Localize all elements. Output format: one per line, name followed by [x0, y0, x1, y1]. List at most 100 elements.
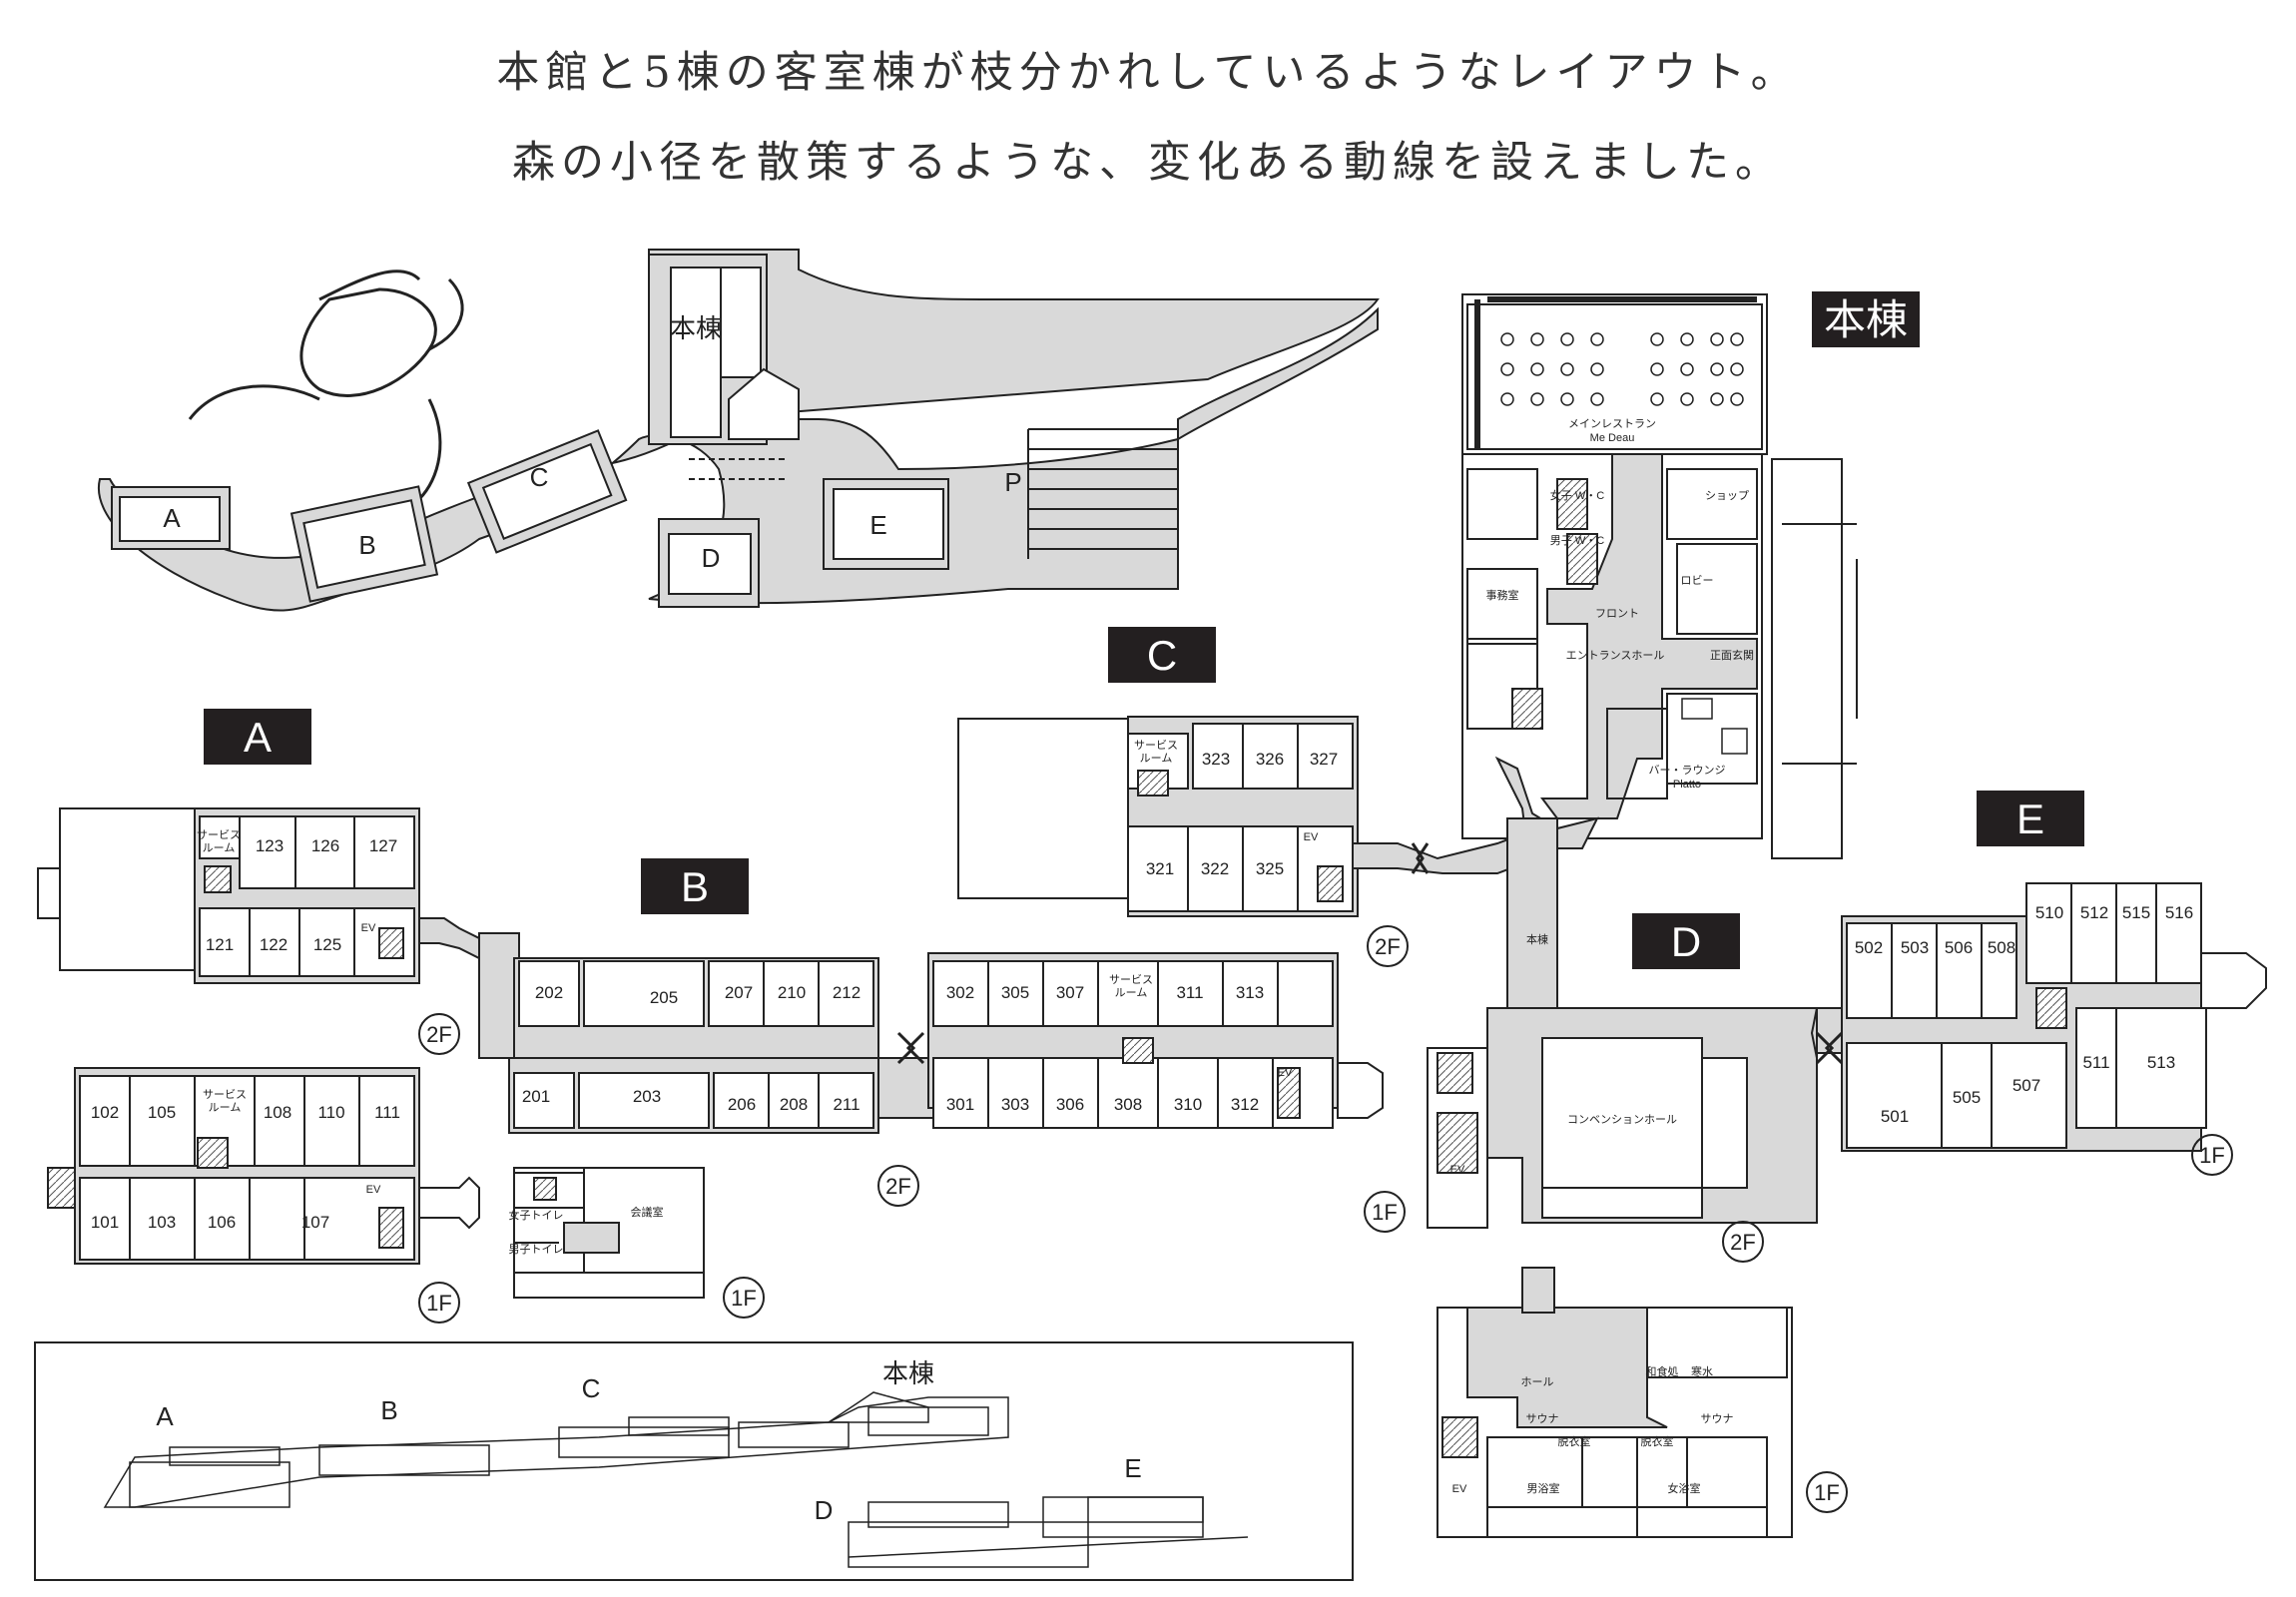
room-number: 201	[522, 1087, 550, 1106]
site-label-main: 本棟	[670, 313, 722, 343]
restaurant-label-1: メインレストラン	[1568, 418, 1656, 430]
floor-badge-a-2f	[418, 1013, 460, 1055]
room-number: 126	[311, 836, 339, 855]
room-number: 311	[1176, 983, 1203, 1002]
service-room-label-a2-l2: ルーム	[203, 841, 236, 854]
room-number: 305	[1001, 983, 1029, 1002]
floor-badge-b-1f	[723, 1277, 765, 1319]
meeting-room-label: 会議室	[631, 1205, 664, 1219]
room-number: 110	[317, 1103, 344, 1122]
service-room-label-b2-l1: サービス	[1109, 973, 1153, 986]
elevation-label-b: B	[380, 1395, 397, 1425]
room-number: 210	[778, 983, 806, 1002]
room-number: 205	[650, 988, 678, 1007]
room-number: 501	[1881, 1107, 1909, 1126]
room-number: 327	[1310, 750, 1338, 769]
plan-b-1f	[513, 1167, 705, 1299]
room-number: 107	[301, 1213, 329, 1232]
room-number: 516	[2165, 903, 2193, 922]
plan-main-1f	[1461, 293, 1858, 859]
room-number: 202	[535, 983, 563, 1002]
ev-label-d: EV	[1450, 1164, 1465, 1176]
room-number: 503	[1901, 938, 1929, 957]
room-number: 207	[725, 983, 753, 1002]
room-number: 507	[2012, 1076, 2040, 1095]
headline-line-1: 本館と5棟の客室棟が枝分かれしているようなレイアウト。	[496, 48, 1800, 98]
room-number: 511	[2082, 1053, 2109, 1072]
service-room-label-b2-l2: ルーム	[1115, 986, 1148, 999]
room-number: 127	[369, 836, 397, 855]
service-room-label-a1-l2: ルーム	[209, 1101, 242, 1114]
room-number: 102	[91, 1103, 119, 1122]
room-number: 122	[260, 935, 287, 954]
floor-label-c-2f: 2F	[1375, 934, 1401, 959]
room-number: 313	[1236, 983, 1264, 1002]
service-room-label-a2-l1: サービス	[197, 828, 241, 841]
elevation-frame	[34, 1341, 1354, 1581]
badge-building-e: E	[2016, 796, 2044, 842]
site-label-d: D	[702, 543, 721, 573]
site-label-e: E	[869, 510, 886, 540]
lobby-label: ロビー	[1681, 574, 1714, 587]
floor-label-b-1f: 1F	[731, 1286, 757, 1311]
floor-badge-d-1f	[1364, 1191, 1406, 1233]
elevation-labels: A B C 本棟 D E	[156, 1358, 1141, 1525]
elevation-label-c: C	[582, 1373, 601, 1403]
room-number: 212	[833, 983, 861, 1002]
womens-bath-label: 女浴室	[1668, 1481, 1701, 1495]
floor-label-a-2f: 2F	[426, 1022, 452, 1047]
room-number: 208	[780, 1095, 808, 1114]
room-number: 506	[1945, 938, 1973, 957]
room-number: 505	[1953, 1088, 1981, 1107]
hall-label: ホール	[1521, 1375, 1554, 1388]
dressing-label-women: 脱衣室	[1641, 1434, 1674, 1448]
main-bldg-corridor-label: 本棟	[1526, 932, 1548, 946]
service-room-label-c2-l1: サービス	[1134, 739, 1178, 752]
facility-labels: サービス ルーム EV サービス ルーム EV サービス ルーム EV サービス…	[197, 418, 1754, 1495]
room-number: 502	[1855, 938, 1883, 957]
floor-label-a-1f: 1F	[426, 1291, 452, 1316]
room-number: 306	[1056, 1095, 1084, 1114]
room-number: 513	[2147, 1053, 2175, 1072]
plan-c-2f	[957, 716, 1559, 917]
site-label-b: B	[358, 530, 375, 560]
ev-label-c2: EV	[1304, 831, 1319, 843]
room-number: 108	[264, 1103, 291, 1122]
elevation-label-a: A	[156, 1401, 174, 1431]
ev-label-a2: EV	[361, 922, 376, 934]
dressing-label-men: 脱衣室	[1558, 1434, 1591, 1448]
room-number: 326	[1256, 750, 1284, 769]
front-label: フロント	[1595, 608, 1639, 620]
room-number: 508	[1988, 938, 2015, 957]
room-number: 512	[2080, 903, 2108, 922]
room-number: 301	[946, 1095, 974, 1114]
room-number: 206	[728, 1095, 756, 1114]
entrance-hall-label: エントランスホール	[1566, 649, 1665, 662]
room-number: 125	[313, 935, 341, 954]
room-number: 203	[633, 1087, 661, 1106]
floor-badge-b-2f	[877, 1165, 919, 1207]
plan-e-1f	[1815, 882, 2267, 1152]
sauna-label-men: サウナ	[1526, 1412, 1559, 1425]
bar-label-2: Platto	[1673, 779, 1701, 791]
plan-main-1f-bath	[1436, 1267, 1793, 1538]
shop-label: ショップ	[1705, 489, 1749, 502]
elevation-label-main: 本棟	[882, 1358, 934, 1388]
room-number: 303	[1001, 1095, 1029, 1114]
floor-badge-c-2f	[1367, 925, 1409, 967]
bar-label-1: バー・ラウンジ	[1649, 764, 1726, 777]
elevation-drawing	[103, 1391, 1249, 1568]
room-number: 510	[2035, 903, 2063, 922]
room-number: 106	[208, 1213, 236, 1232]
badge-building-b: B	[681, 863, 709, 910]
mens-bath-label: 男浴室	[1527, 1481, 1560, 1495]
badge-building-d: D	[1671, 918, 1701, 965]
room-number: 101	[91, 1213, 119, 1232]
room-number: 321	[1146, 859, 1174, 878]
room-number: 515	[2122, 903, 2150, 922]
building-badges	[204, 291, 2084, 969]
room-number: 323	[1202, 750, 1230, 769]
room-numbers: 123 126 127 121 122 125 102 105 108 110 …	[91, 750, 2193, 1232]
connector-main-d	[1506, 817, 1558, 1009]
floor-label-b-2f: 2F	[885, 1174, 911, 1199]
